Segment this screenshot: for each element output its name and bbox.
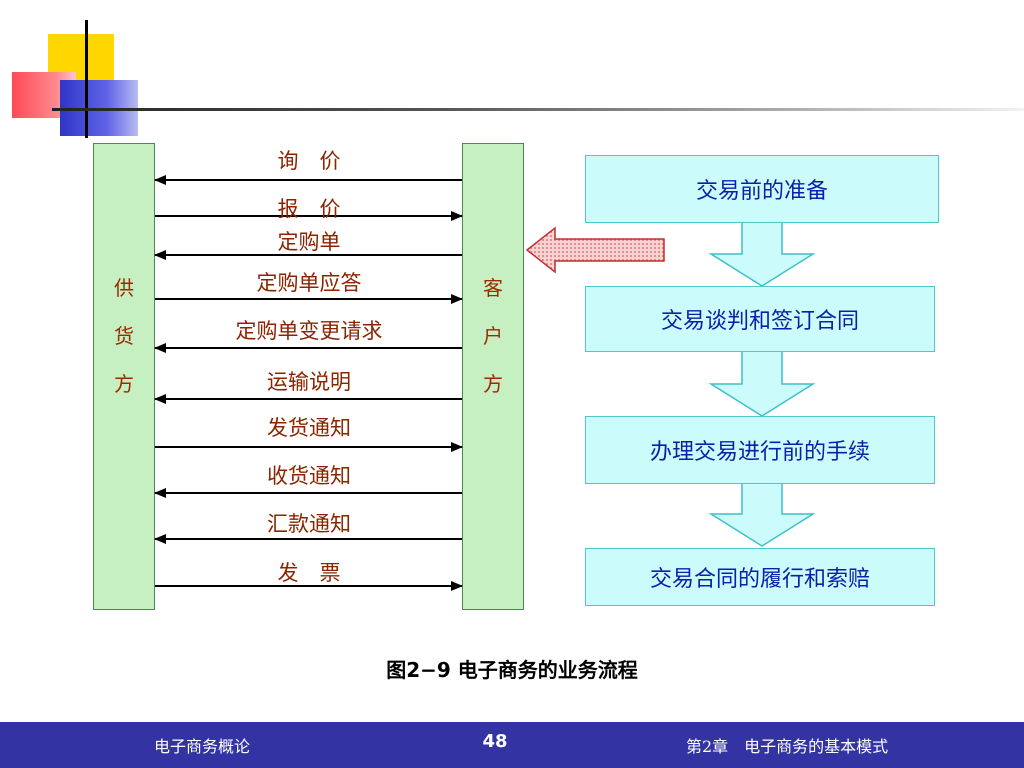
message-label-shipping-notice: 运输说明 [267, 370, 351, 394]
footer-course-title: 电子商务概论 [154, 737, 251, 756]
message-label-receipt-notice: 收货通知 [267, 464, 351, 488]
message-label-quote: 报 价 [277, 197, 341, 221]
message-label-invoice: 发 票 [277, 561, 341, 585]
decor-horizontal-line [52, 108, 1024, 111]
message-label-order: 定购单 [277, 230, 341, 254]
footer-page-number: 48 [482, 731, 508, 752]
flow-down-arrows [708, 221, 816, 547]
customer-box: 客 户 方 [462, 143, 524, 610]
figure-caption: 图2−9 电子商务的业务流程 [386, 658, 638, 682]
decor-vertical-line [85, 20, 88, 138]
message-label-inquiry: 询 价 [277, 149, 341, 173]
flow-step-negotiation: 交易谈判和签订合同 [585, 286, 935, 352]
footer-bar [0, 722, 1024, 768]
footer-chapter-title: 第2章 电子商务的基本模式 [686, 737, 889, 756]
message-label-order-change: 定购单变更请求 [235, 319, 383, 343]
flow-step-procedures: 办理交易进行前的手续 [585, 416, 935, 484]
customer-label: 客 户 方 [483, 276, 503, 396]
flow-step-preparation: 交易前的准备 [585, 155, 939, 223]
message-label-remittance-notice: 汇款通知 [267, 512, 351, 536]
pointer-arrow [525, 226, 665, 274]
message-label-dispatch-notice: 发货通知 [267, 416, 351, 440]
supplier-box: 供 货 方 [93, 143, 155, 610]
supplier-label: 供 货 方 [114, 276, 134, 396]
message-label-order-response: 定购单应答 [256, 271, 362, 295]
flow-step-fulfillment: 交易合同的履行和索赔 [585, 548, 935, 606]
